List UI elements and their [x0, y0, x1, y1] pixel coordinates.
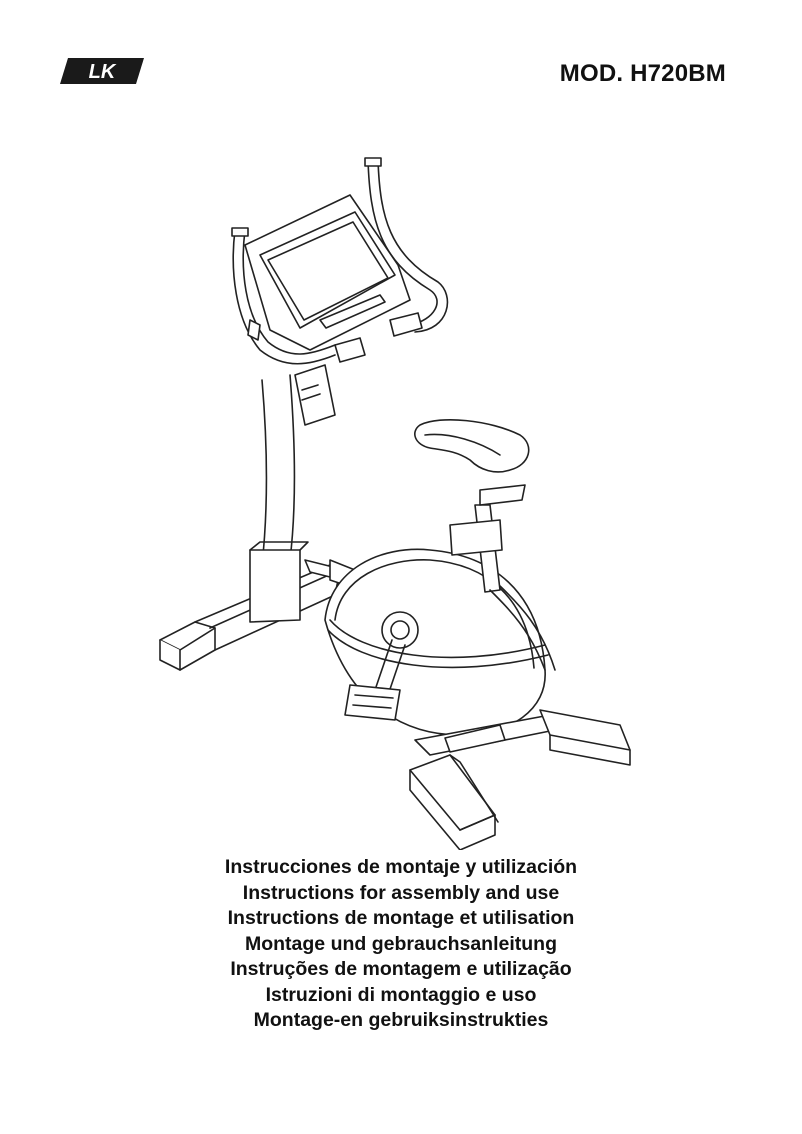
brand-logo: LK [58, 56, 146, 86]
lk-logo-icon: LK [60, 58, 144, 84]
title-french: Instructions de montage et utilisation [227, 907, 575, 929]
model-number: MOD. H720BM [559, 60, 726, 87]
title-english: Instructions for assembly and use [242, 881, 560, 904]
exercise-bike-illustration [150, 150, 650, 850]
title-german: Montage und gebrauchsanleitung [244, 932, 557, 955]
title-spanish: Instrucciones de montaje y utilización [224, 856, 578, 878]
manual-titles: Instrucciones de montaje y utilización I… [0, 855, 802, 1034]
title-portuguese: Instruções de montagem e utilização [230, 958, 572, 980]
title-italian: Istruzioni di montaggio e uso [265, 983, 537, 1006]
exercise-bike-icon [159, 157, 631, 850]
title-dutch: Montage-en gebruiksinstrukties [253, 1009, 549, 1031]
logo-text: LK [89, 61, 117, 83]
